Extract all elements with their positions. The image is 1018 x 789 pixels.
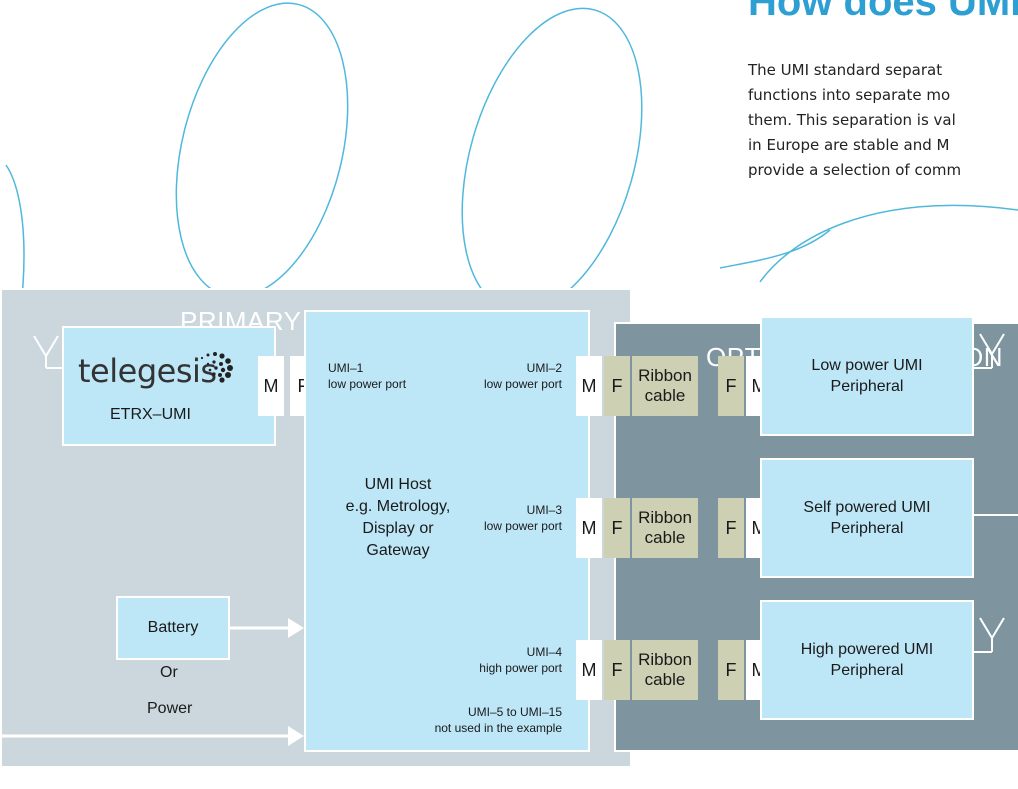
arrow-icon <box>0 726 304 746</box>
peripheral-low-power: Low power UMI Peripheral <box>760 316 974 436</box>
umi-host-line: Display or <box>362 520 434 537</box>
ribbon-line: Ribbon <box>638 508 692 527</box>
ribbon-line: cable <box>644 386 686 405</box>
peripheral-high-powered: High powered UMI Peripheral <box>760 600 974 720</box>
ribbon-line: Ribbon <box>638 650 692 669</box>
port-umi5-label: UMI–5 to UMI–15 not used in the example <box>396 704 562 736</box>
connector-f: F <box>718 356 744 416</box>
port-desc: low power port <box>328 377 407 391</box>
power-line-icon <box>972 514 1018 516</box>
peripheral-line: High powered UMI <box>800 641 934 658</box>
peripheral-self-powered: Self powered UMI Peripheral <box>760 458 974 578</box>
connector-m: M <box>576 640 602 700</box>
paragraph-line: functions into separate mo <box>748 86 951 104</box>
connector-f: F <box>718 640 744 700</box>
paragraph-line: in Europe are stable and M <box>748 136 950 154</box>
peripheral-line: Peripheral <box>830 520 904 537</box>
port-desc: high power port <box>479 661 562 675</box>
paragraph-line: The UMI standard separat <box>748 61 943 79</box>
peripheral-line: Peripheral <box>830 662 904 679</box>
umi-host-box <box>304 310 590 752</box>
connector-m: M <box>576 356 602 416</box>
arrow-icon <box>230 618 304 638</box>
ribbon-line: Ribbon <box>638 366 692 385</box>
power-label: Power <box>147 700 193 717</box>
page-heading: How does UMI <box>748 0 1018 24</box>
umi-host-line: e.g. Metrology, <box>345 498 451 515</box>
umi-host-line: Gateway <box>366 542 430 559</box>
telegesis-logo-icon <box>200 352 233 383</box>
port-umi3-label: UMI–3 low power port <box>456 502 562 534</box>
peripheral-line: Low power UMI <box>811 357 923 374</box>
connector-f: F <box>604 356 630 416</box>
port-umi2-label: UMI–2 low power port <box>456 360 562 392</box>
telegesis-logo-text: telegesis <box>78 352 217 390</box>
umi-host-line: UMI Host <box>364 476 432 493</box>
port-desc: not used in the example <box>434 721 562 735</box>
port-desc: low power port <box>483 519 562 533</box>
connector-m: M <box>576 498 602 558</box>
umi-host-label: UMI Host e.g. Metrology, Display or Gate… <box>338 474 458 562</box>
port-name: UMI–3 <box>526 503 562 517</box>
peripheral-line: Self powered UMI <box>803 499 931 516</box>
connector-f: F <box>718 498 744 558</box>
paragraph-line: them. This separation is val <box>748 111 956 129</box>
or-label: Or <box>160 664 178 681</box>
ribbon-line: cable <box>644 670 686 689</box>
port-umi4-label: UMI–4 high power port <box>446 644 562 676</box>
port-umi1-label: UMI–1 low power port <box>328 360 406 392</box>
antenna-icon <box>33 335 66 369</box>
port-desc: low power port <box>483 377 562 391</box>
battery-box: Battery <box>116 596 230 660</box>
etrx-umi-label: ETRX–UMI <box>110 406 191 423</box>
antenna-icon <box>972 617 1005 653</box>
etrx-umi-module <box>62 326 276 446</box>
port-name: UMI–4 <box>526 645 562 659</box>
connector-m: M <box>258 356 284 416</box>
port-name: UMI–2 <box>526 361 562 375</box>
port-name: UMI–1 <box>328 361 364 375</box>
ribbon-line: cable <box>644 528 686 547</box>
port-name: UMI–5 to UMI–15 <box>467 705 562 719</box>
paragraph-line: provide a selection of comm <box>748 161 962 179</box>
connector-f: F <box>604 498 630 558</box>
peripheral-line: Peripheral <box>830 378 904 395</box>
battery-label: Battery <box>147 619 199 636</box>
connector-f: F <box>604 640 630 700</box>
antenna-icon <box>972 333 1005 369</box>
